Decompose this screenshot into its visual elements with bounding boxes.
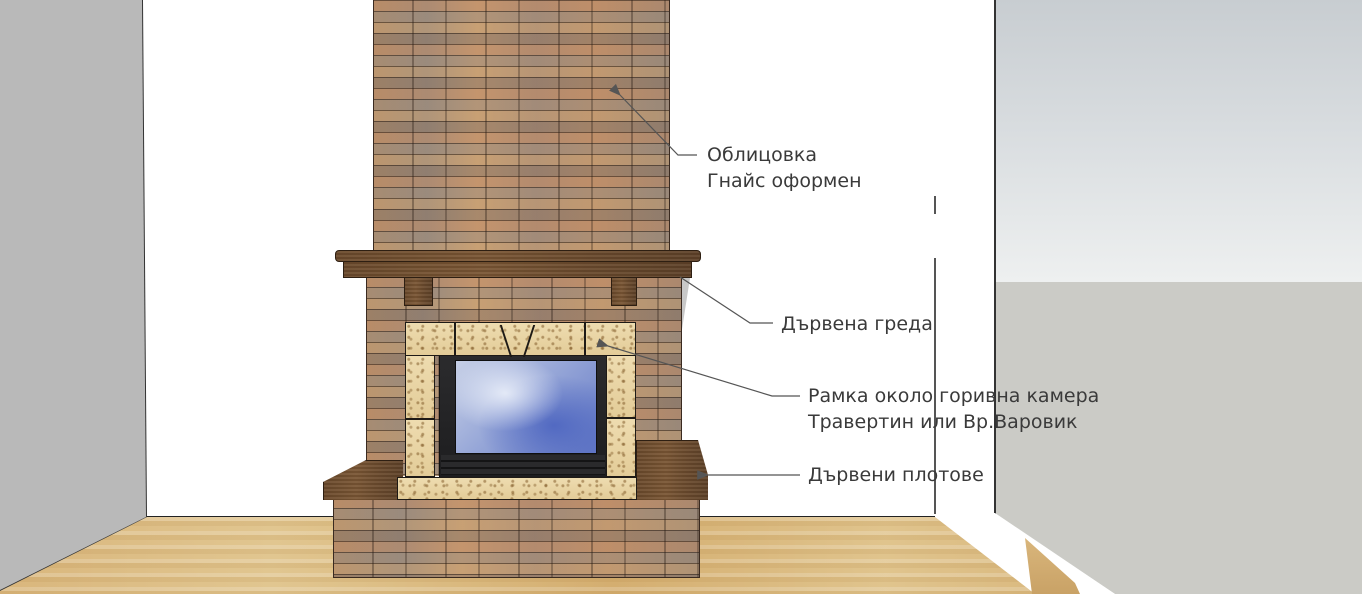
vertical-guide-line xyxy=(934,196,936,514)
label-cladding-gneiss: Облицовка Гнайс оформен xyxy=(707,144,862,192)
travertine-sill xyxy=(397,477,637,500)
firebox-bottom-vent xyxy=(441,455,605,475)
travertine-top-right xyxy=(585,322,636,356)
travertine-right-lower xyxy=(606,418,636,477)
stone-base xyxy=(333,497,700,578)
label-wooden-beam: Дървена греда xyxy=(781,313,933,335)
label-firebox-frame-travertine: Рамка около горивна камера Травертин или… xyxy=(808,385,1100,433)
sky-background xyxy=(995,0,1362,282)
corbel-left xyxy=(404,277,433,306)
corbel-right xyxy=(611,277,637,306)
mantel-beam-top xyxy=(335,250,701,262)
travertine-top-middle xyxy=(455,322,585,356)
travertine-left-lower xyxy=(405,419,435,477)
guide-line-gap xyxy=(934,214,936,258)
right-wall-edge xyxy=(994,0,996,514)
label-wooden-tops: Дървени плотове xyxy=(808,464,984,486)
wood-top-right xyxy=(636,440,708,500)
travertine-left-upper xyxy=(405,355,435,419)
exterior-ground xyxy=(995,282,1362,594)
left-wall xyxy=(0,0,146,590)
travertine-top-left xyxy=(405,322,455,356)
chimney-stone-cladding xyxy=(373,0,670,252)
firebox-glass xyxy=(455,360,597,454)
travertine-right-upper xyxy=(606,355,636,418)
